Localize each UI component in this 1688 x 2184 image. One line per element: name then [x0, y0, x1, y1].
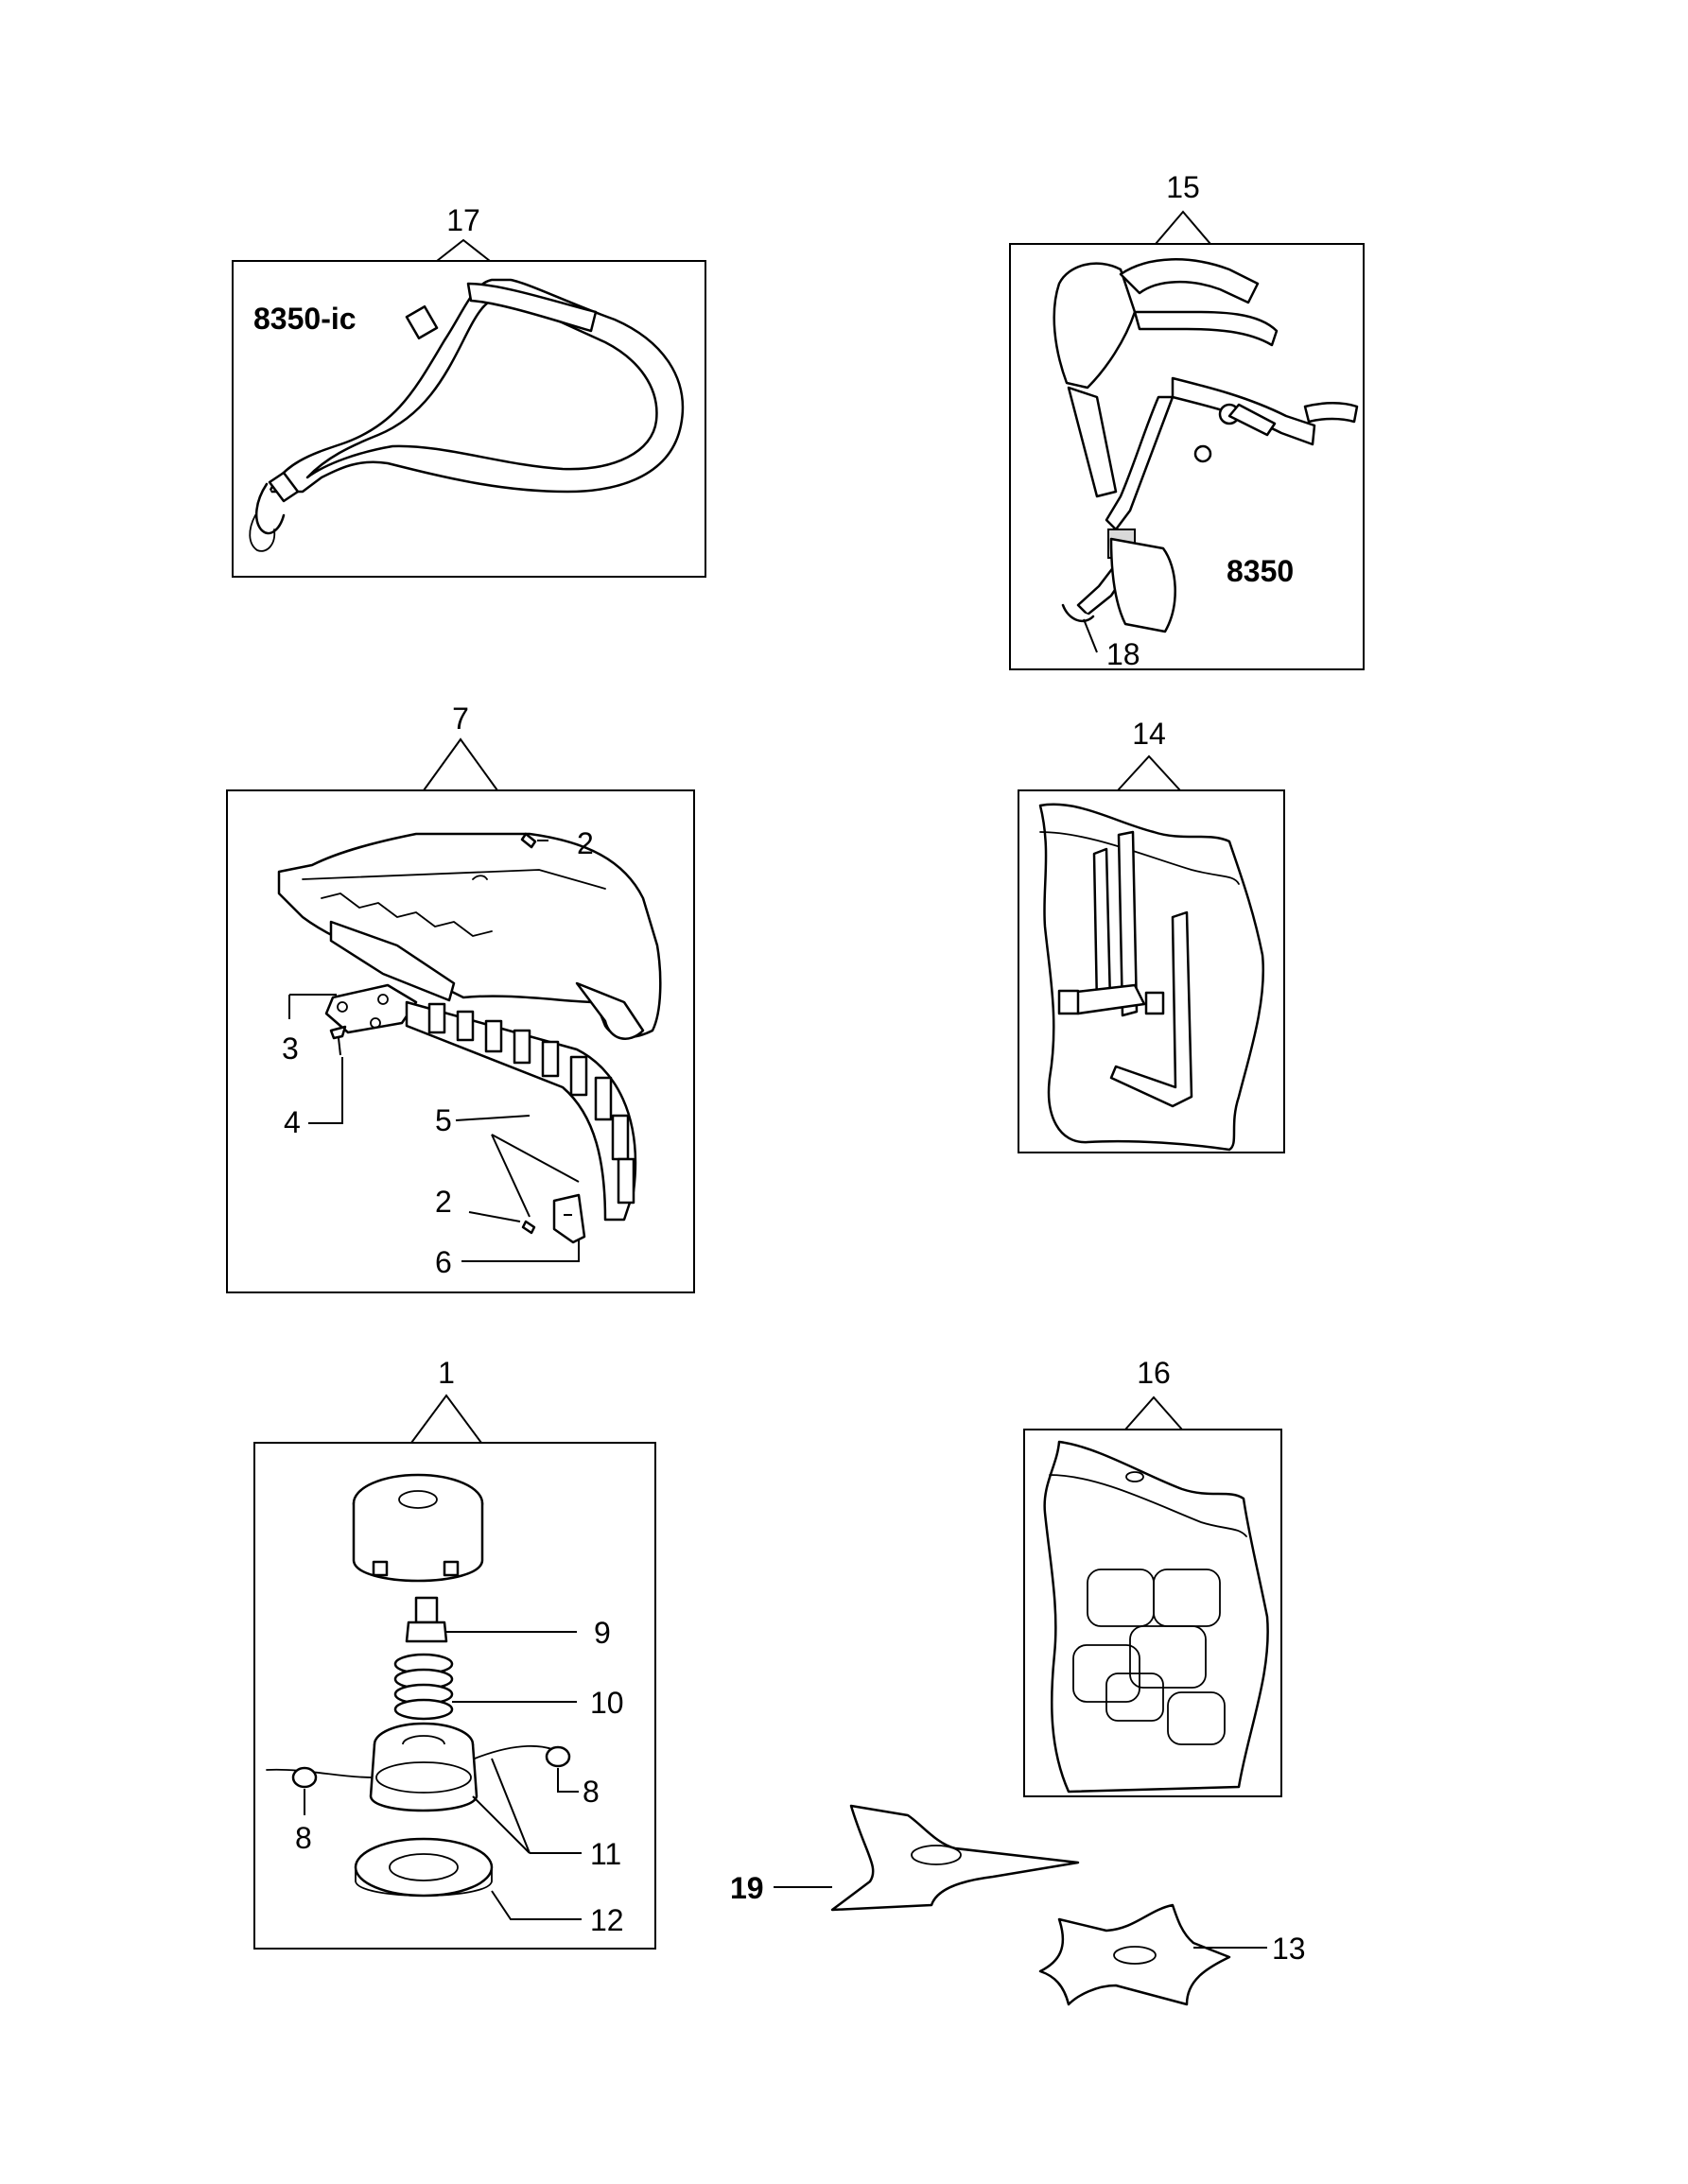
harness-model-label: 8350 — [1227, 554, 1294, 588]
callout-17-bracket — [436, 238, 491, 262]
callout-11: 11 — [590, 1837, 621, 1871]
shoulder-strap-model-label: 8350-ic — [253, 302, 357, 336]
trimmer-head-frame — [253, 1442, 656, 1950]
grass-guard-illustration — [277, 832, 662, 1040]
callout-1-bracket — [410, 1394, 482, 1444]
three-tooth-blade-group: 19 — [730, 1804, 1080, 1912]
callout-19: 19 — [730, 1871, 764, 1905]
wrench-kit-frame — [1018, 789, 1285, 1153]
shoulder-strap-frame — [232, 260, 706, 578]
wrench-kit-illustration — [1038, 803, 1264, 1152]
callout-10: 10 — [590, 1686, 624, 1720]
callout-1: 1 — [438, 1356, 455, 1390]
line-cutter-strip-illustration — [405, 1000, 637, 1222]
callout-15-bracket — [1155, 210, 1211, 245]
eyelet-right-illustration — [545, 1745, 571, 1768]
callout-13: 13 — [1272, 1932, 1306, 1966]
screw-bottom-illustration — [521, 1220, 536, 1235]
eyelet-left-illustration — [291, 1766, 318, 1789]
callout-15: 15 — [1166, 170, 1200, 204]
mounting-plate-illustration — [324, 983, 418, 1034]
callout-5: 5 — [435, 1103, 452, 1137]
callout-4-leader — [308, 1057, 343, 1124]
bolt-illustration — [405, 1596, 448, 1643]
callout-3: 3 — [282, 1031, 299, 1066]
harness-group: 15 8350 18 — [1009, 170, 1365, 671]
spool-cover-illustration — [352, 1473, 484, 1583]
spring-illustration — [393, 1653, 454, 1721]
four-tooth-blade-illustration — [1038, 1903, 1231, 2006]
harness-illustration — [1053, 258, 1359, 633]
callout-2-top: 2 — [577, 826, 594, 860]
four-tooth-blade-group: 13 — [1038, 1903, 1306, 2006]
callout-12: 12 — [590, 1903, 624, 1937]
callout-5-leader — [455, 1115, 531, 1121]
callout-2-bottom: 2 — [435, 1185, 452, 1219]
cutter-blade-illustration — [552, 1193, 586, 1244]
trimmer-head-group: 1 9 10 — [253, 1356, 656, 1950]
callout-16-bracket — [1124, 1395, 1183, 1430]
base-ring-illustration — [354, 1837, 494, 1898]
callout-18-leader — [1083, 618, 1098, 653]
shoulder-strap-group: 17 8350-ic — [232, 203, 706, 578]
callout-8-left: 8 — [295, 1821, 312, 1855]
wrench-kit-group: 14 — [1018, 717, 1285, 1153]
three-tooth-blade-illustration — [830, 1804, 1080, 1912]
callout-12-leader — [491, 1890, 582, 1920]
callout-18: 18 — [1106, 637, 1140, 671]
callout-4: 4 — [284, 1105, 301, 1139]
guard-assembly-group: 7 2 3 4 — [226, 702, 695, 1293]
callout-17: 17 — [446, 203, 480, 237]
callout-7-bracket — [423, 737, 498, 791]
screw-mid-illustration — [329, 1025, 347, 1056]
callout-9: 9 — [594, 1616, 611, 1650]
spare-line-illustration — [1043, 1440, 1269, 1794]
callout-6-leader — [461, 1240, 580, 1262]
callout-2-bottom-leader — [468, 1211, 521, 1222]
callout-14-bracket — [1117, 754, 1181, 791]
screw-top-illustration — [520, 832, 548, 849]
spare-line-group: 16 — [1023, 1356, 1282, 1797]
callout-14: 14 — [1132, 717, 1166, 751]
callout-16: 16 — [1137, 1356, 1171, 1390]
harness-frame — [1009, 243, 1365, 670]
callout-7: 7 — [452, 702, 469, 736]
callout-6: 6 — [435, 1245, 452, 1279]
callout-8-right-leader — [557, 1768, 579, 1793]
spare-line-frame — [1023, 1429, 1282, 1797]
shoulder-strap-illustration — [249, 278, 685, 552]
spool-illustration — [266, 1722, 568, 1812]
callout-8-right: 8 — [583, 1775, 600, 1809]
guard-assembly-frame — [226, 789, 695, 1293]
